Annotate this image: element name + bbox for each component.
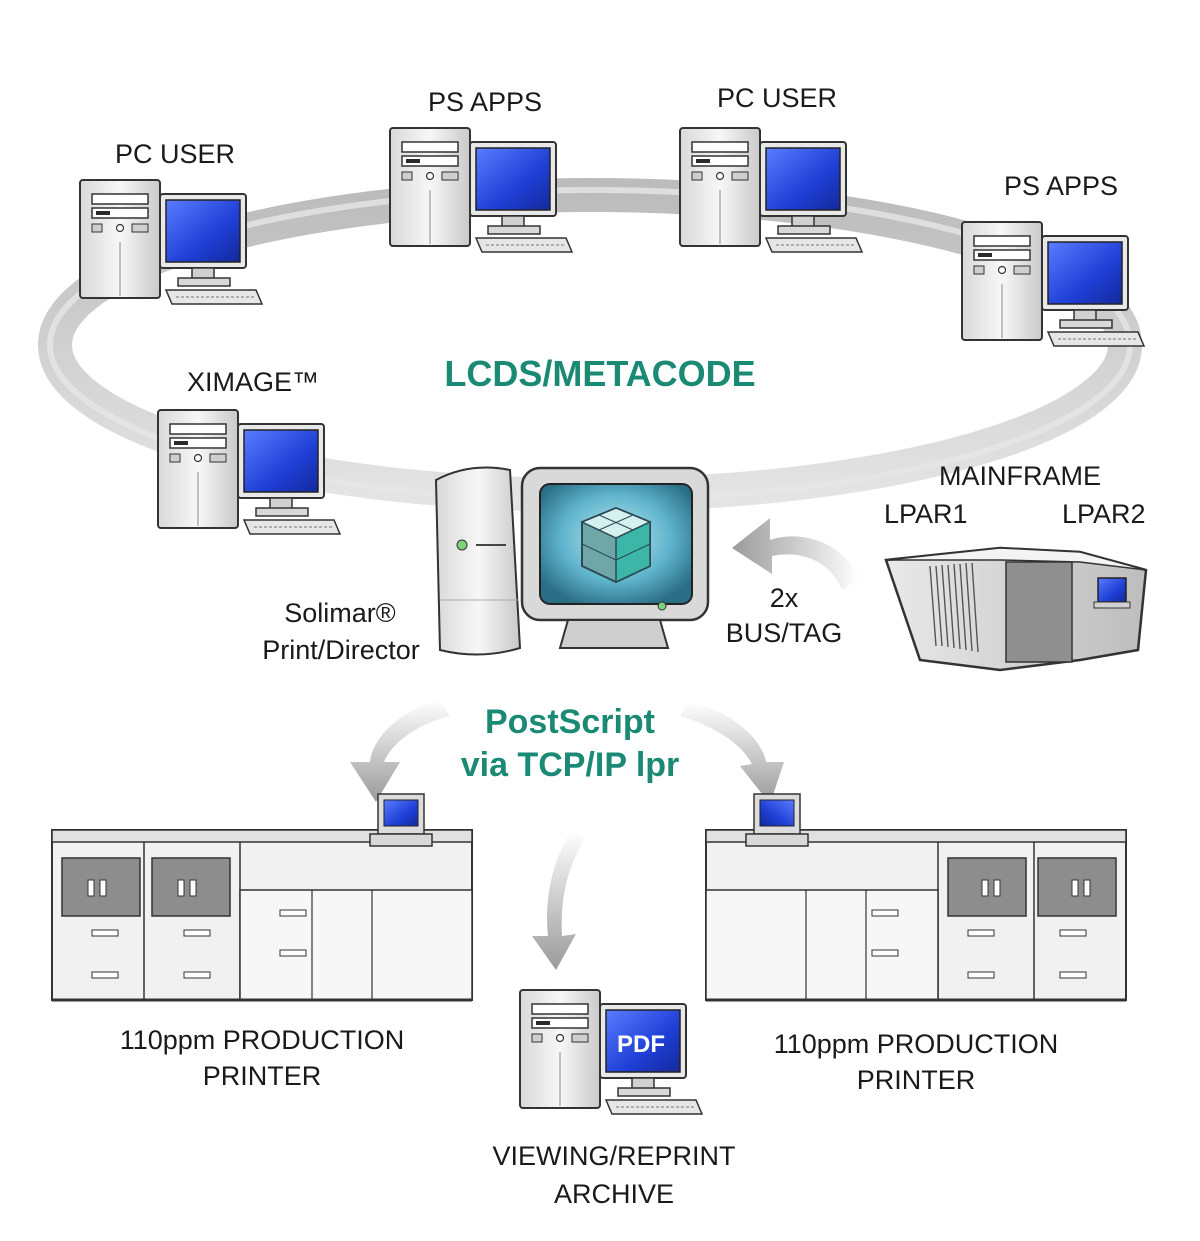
cube-logo-icon: [580, 506, 652, 584]
lpar2-label: LPAR2: [1062, 499, 1146, 529]
ximage-label: XIMAGE™: [186, 367, 320, 397]
mainframe-label: MAINFRAME: [939, 461, 1101, 491]
archive-label-line1: VIEWING/REPRINT: [492, 1141, 736, 1171]
pc-user-left-workstation: [79, 179, 263, 305]
right-printer-arrow: [680, 702, 784, 804]
pdf-badge: PDF: [617, 1031, 665, 1058]
protocol-label-line2: via TCP/IP lpr: [460, 746, 680, 784]
solimar-label-line2: Print/Director: [262, 635, 420, 665]
printer-left-label-line1: 110ppm PRODUCTION: [119, 1025, 405, 1055]
printer-right-label-line1: 110ppm PRODUCTION: [773, 1029, 1059, 1059]
ring-title: LCDS/METACODE: [444, 353, 756, 394]
print-director-server: [434, 466, 710, 656]
mainframe: [884, 546, 1148, 672]
production-printer-right: [704, 792, 1128, 1002]
pc-user-top-workstation: [679, 127, 863, 253]
archive-arrow: [532, 830, 584, 970]
left-printer-arrow: [350, 700, 450, 802]
link-type-label: BUS/TAG: [725, 618, 843, 648]
ps-apps-top-label: PS APPS: [427, 87, 543, 117]
ps-apps-right-label: PS APPS: [1003, 171, 1119, 201]
production-printer-left: [50, 792, 474, 1002]
archive-workstation: [519, 989, 703, 1115]
protocol-label-line1: PostScript: [484, 703, 656, 741]
ximage-workstation: [157, 409, 341, 535]
archive-label-line2: ARCHIVE: [553, 1179, 675, 1209]
pc-user-top-label: PC USER: [716, 83, 838, 113]
lpar1-label: LPAR1: [884, 499, 968, 529]
bus-tag-arrow: [732, 518, 860, 590]
link-count-label: 2x: [769, 583, 799, 613]
pc-user-left-label: PC USER: [114, 139, 236, 169]
solimar-label-line1: Solimar®: [284, 598, 396, 628]
printer-left-label-line2: PRINTER: [202, 1061, 322, 1091]
printer-right-label-line2: PRINTER: [856, 1065, 976, 1095]
ps-apps-top-workstation: [389, 127, 573, 253]
